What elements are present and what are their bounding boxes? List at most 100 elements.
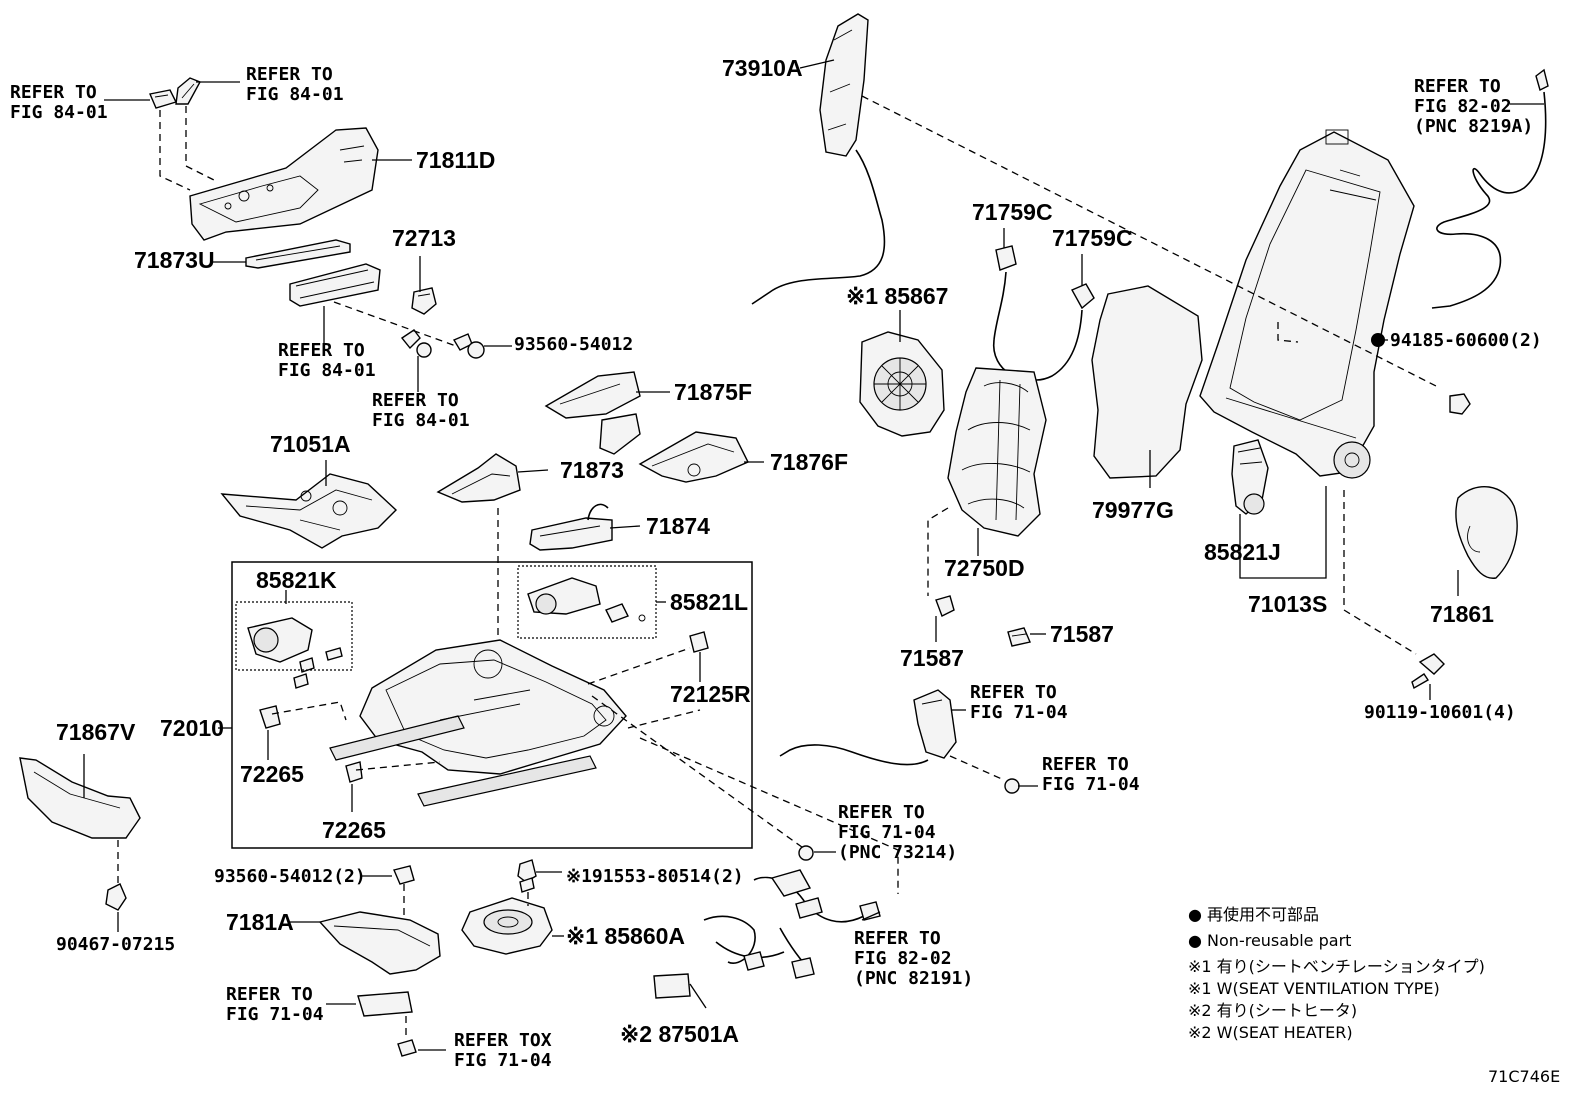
- shield-71876F: [638, 431, 749, 483]
- legend-line-5: ※2 有り(シートヒータ): [1188, 1001, 1357, 1020]
- label-71874: 71874: [646, 513, 710, 539]
- label-line: FIG 71-04: [970, 702, 1068, 723]
- label-line: REFER TO: [10, 82, 97, 103]
- label-line: FIG 84-01: [10, 102, 108, 123]
- motor-85821K: [247, 617, 343, 689]
- label-refer-fig7104-buckle: REFER TO FIG 71-04: [970, 682, 1068, 723]
- bracket-72125R: [689, 631, 709, 653]
- label-71873U: 71873U: [134, 247, 215, 273]
- label-79977G: 79977G: [1092, 497, 1174, 523]
- label-71587-left: 71587: [900, 645, 964, 671]
- label-line: FIG 84-01: [372, 410, 470, 431]
- label-refer-fig8401-top: REFER TO FIG 84-01: [246, 64, 344, 105]
- label-refer-fig7104-plate: REFER TO FIG 71-04: [226, 984, 324, 1025]
- non-reusable-bullet: [1371, 333, 1385, 347]
- label-line: REFER TO: [372, 390, 459, 411]
- label-72265-upper: 72265: [240, 761, 304, 787]
- screw-left: [400, 329, 432, 358]
- label-71861: 71861: [1430, 601, 1494, 627]
- label-refer-fig8401-mid: REFER TO FIG 84-01: [278, 340, 376, 381]
- clip-71587-left: [935, 595, 955, 617]
- headrest-guide-71759C-right: [1023, 283, 1095, 381]
- blower-fan-185867: [859, 331, 945, 437]
- label-line: (PNC 73214): [838, 842, 957, 863]
- label-94185-60600: 94185-60600(2): [1390, 330, 1542, 351]
- seatback-pad-79977G: [1091, 285, 1203, 479]
- clip-71587-right: [1007, 627, 1031, 647]
- label-287501A: ※2 87501A: [620, 1021, 739, 1047]
- label-line: REFER TO: [246, 64, 333, 85]
- label-71051A: 71051A: [270, 431, 351, 457]
- label-line: REFER TOX: [454, 1030, 552, 1051]
- label-72265-lower: 72265: [322, 817, 386, 843]
- label-191553-80514: ※191553-80514(2): [566, 866, 744, 887]
- label-71759C-right: 71759C: [1052, 225, 1133, 251]
- label-line: REFER TO: [226, 984, 313, 1005]
- label-line: (PNC 82191): [854, 968, 973, 989]
- bolt-90119: [1411, 653, 1445, 690]
- label-71811D: 71811D: [416, 147, 495, 173]
- headrest-71861: [1455, 485, 1518, 579]
- label-line: FIG 84-01: [278, 360, 376, 381]
- label-line: (PNC 8219A): [1414, 116, 1533, 137]
- label-72010: 72010: [160, 715, 224, 741]
- label-line: FIG 82-02: [1414, 96, 1512, 117]
- legend: ● 再使用不可部品 ● Non-reusable part ※1 有り(シートベ…: [1188, 905, 1485, 1042]
- seat-track-72010: [329, 639, 627, 807]
- harness-71051A: [220, 473, 398, 549]
- label-line: REFER TO: [970, 682, 1057, 703]
- cover-strip-71873U: [245, 239, 351, 269]
- motor-85821L: [527, 577, 646, 623]
- label-line: REFER TO: [1414, 76, 1501, 97]
- label-71759C-left: 71759C: [972, 199, 1053, 225]
- label-line: FIG 71-04: [838, 822, 936, 843]
- bolt-93560-2: [393, 865, 415, 885]
- nut-pnc73214: [798, 845, 814, 861]
- blower-fan-185860A: [461, 897, 553, 955]
- label-93560-54012: 93560-54012: [514, 334, 633, 355]
- harness-82191: [703, 869, 881, 979]
- clip-part-left: [149, 89, 177, 109]
- motor-85821J: [1231, 439, 1269, 515]
- label-185867: ※1 85867: [846, 283, 948, 309]
- label-71873: 71873: [560, 457, 624, 483]
- label-refer-fig8202-pnc82191: REFER TO FIG 82-02 (PNC 82191): [854, 928, 973, 989]
- clip-90467: [105, 883, 127, 911]
- legend-line-6: ※2 W(SEAT HEATER): [1188, 1023, 1353, 1042]
- label-71013S: 71013S: [1248, 591, 1327, 617]
- label-185860A: ※1 85860A: [566, 923, 685, 949]
- label-93560-54012-2: 93560-54012(2): [214, 866, 366, 887]
- label-71875F: 71875F: [674, 379, 752, 405]
- screw-191553: [517, 859, 537, 893]
- headrest-guide-71759C-left: [992, 245, 1017, 375]
- label-refer-fig8202-top: REFER TO FIG 82-02 (PNC 8219A): [1414, 76, 1533, 137]
- label-85821K: 85821K: [256, 567, 337, 593]
- nut-94185: [1449, 393, 1471, 415]
- plate-fig7104: [357, 991, 413, 1017]
- bracket-71874: [529, 503, 613, 551]
- label-71587-right: 71587: [1050, 621, 1114, 647]
- label-line: FIG 71-04: [226, 1004, 324, 1025]
- seat-shield-71811D: [189, 127, 379, 241]
- cover-71867V: [19, 757, 141, 839]
- label-refer-fig8401-low: REFER TO FIG 84-01: [372, 390, 470, 431]
- motor-85821K-box: [235, 601, 353, 671]
- label-73910A: 73910A: [722, 55, 803, 81]
- bolt-refer-tox: [397, 1039, 417, 1057]
- legend-line-3: ※1 有り(シートベンチレーションタイプ): [1188, 957, 1485, 976]
- label-refer-fig8401-left: REFER TO FIG 84-01: [10, 82, 108, 123]
- bracket-72265-upper: [259, 705, 281, 729]
- legend-line-4: ※1 W(SEAT VENTILATION TYPE): [1188, 979, 1440, 998]
- bracket-71873: [436, 453, 521, 503]
- seat-track-assembly-box: [231, 561, 753, 849]
- screw-93560: [452, 333, 485, 359]
- seat-belt-buckle: [779, 689, 957, 766]
- label-line: FIG 84-01: [246, 84, 344, 105]
- bracket-72713: [411, 287, 437, 315]
- label-line: FIG 71-04: [1042, 774, 1140, 795]
- legend-line-1: ● 再使用不可部品: [1188, 905, 1319, 924]
- label-line: REFER TO: [854, 928, 941, 949]
- label-71867V: 71867V: [56, 719, 136, 745]
- label-7181A: 7181A: [226, 909, 294, 935]
